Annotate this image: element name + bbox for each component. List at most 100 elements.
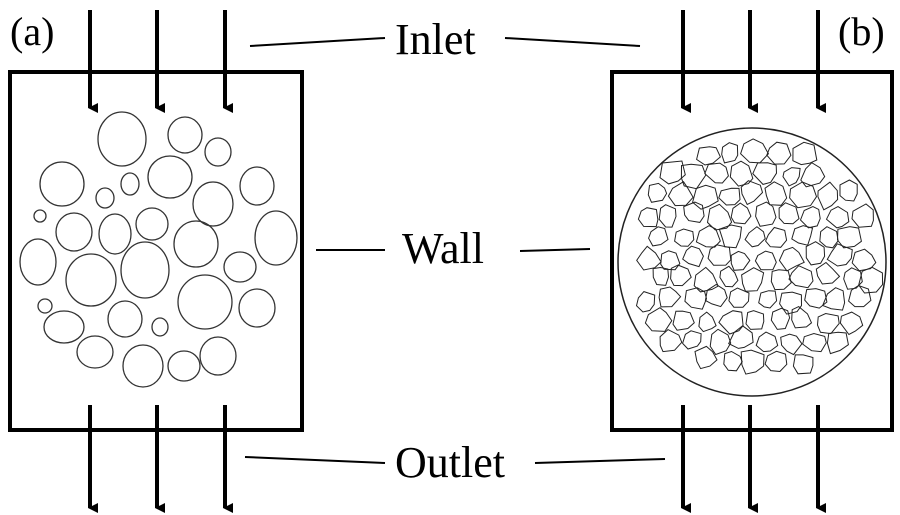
- pore-cell: [791, 225, 814, 246]
- pore-cell: [764, 350, 788, 373]
- particle: [98, 213, 132, 255]
- pore-cell: [826, 243, 853, 267]
- outlet-label: Outlet: [391, 441, 509, 485]
- pore-cell: [660, 250, 681, 271]
- particle: [167, 116, 203, 154]
- inlet-leader-left: [249, 37, 386, 47]
- particle: [199, 336, 237, 376]
- pore-cell: [788, 265, 814, 289]
- pore-cell: [667, 181, 694, 207]
- pore-cell: [658, 204, 677, 228]
- pore-cell: [782, 167, 801, 187]
- inlet-leader-right: [504, 37, 641, 47]
- pore-cell: [764, 181, 788, 206]
- wall-label: Wall: [398, 227, 488, 271]
- particle: [177, 274, 233, 330]
- panel-b-label: (b): [838, 9, 885, 54]
- particle: [192, 181, 234, 227]
- particle: [55, 212, 93, 252]
- particle: [238, 288, 276, 328]
- pore-cell: [792, 141, 818, 166]
- pore-cell: [674, 228, 695, 247]
- pore-cell: [839, 311, 864, 336]
- particle: [43, 310, 85, 344]
- pore-cell: [637, 207, 659, 228]
- pore-cell: [682, 245, 704, 268]
- pore-cell: [692, 184, 719, 210]
- particle: [167, 350, 201, 382]
- pore-cell: [778, 202, 800, 225]
- pore-cell: [647, 182, 668, 203]
- pore-cell: [636, 245, 662, 271]
- pore-cell: [758, 290, 778, 309]
- pore-cell: [658, 286, 682, 308]
- inlet-arrows-b: [681, 10, 826, 113]
- pore-cell: [770, 269, 792, 291]
- pore-cell: [799, 206, 821, 229]
- particle: [33, 209, 47, 223]
- pore-cell: [721, 142, 739, 164]
- particle: [173, 220, 219, 268]
- pore-cell: [730, 202, 752, 225]
- particle: [65, 253, 117, 307]
- particle-bed-a: [19, 111, 298, 388]
- pore-cell: [695, 225, 721, 248]
- particle: [19, 238, 57, 286]
- pore-cell: [826, 331, 849, 355]
- pore-cell: [644, 307, 673, 332]
- particle: [97, 111, 147, 167]
- pore-cell: [718, 187, 741, 206]
- pore-cell: [635, 291, 656, 313]
- pore-cell: [698, 311, 717, 333]
- pore-cell: [789, 181, 818, 209]
- pore-cell: [848, 284, 872, 308]
- pore-cell: [718, 224, 743, 249]
- pore-cell: [805, 241, 826, 266]
- particle: [37, 298, 53, 314]
- pore-cell: [851, 203, 874, 228]
- pore-cell: [704, 283, 728, 308]
- pore-cell: [744, 226, 766, 248]
- column-wall-b: [610, 70, 894, 432]
- particle: [147, 155, 193, 199]
- pore-cell: [659, 328, 683, 353]
- pore-cell: [839, 179, 858, 202]
- pore-cell: [819, 226, 839, 249]
- pore-cell: [755, 201, 777, 227]
- porous-boundary: [617, 127, 887, 397]
- pore-cell: [816, 312, 840, 335]
- pore-cell: [780, 333, 803, 356]
- pore-cell: [802, 332, 827, 353]
- pore-cell: [822, 287, 846, 311]
- pore-cell: [729, 160, 754, 187]
- pore-cell: [694, 345, 718, 370]
- porous-structure-b: [617, 127, 887, 397]
- pore-cell: [766, 141, 792, 165]
- pore-cell: [825, 206, 850, 229]
- pore-cell: [752, 162, 778, 185]
- pore-cell: [728, 287, 750, 308]
- pore-cell: [804, 288, 828, 309]
- pore-cell: [778, 246, 805, 272]
- panel-a-label: (a): [10, 9, 55, 54]
- outlet-leader-left: [244, 456, 386, 464]
- pore-cell: [730, 250, 751, 271]
- porous-cells: [635, 138, 884, 375]
- pore-cell: [696, 146, 722, 166]
- inlet-arrows-a: [88, 10, 233, 113]
- pore-cell: [704, 162, 729, 184]
- pore-cell: [706, 203, 733, 231]
- particle: [122, 344, 164, 388]
- pore-cell: [836, 226, 862, 249]
- panel-b: [610, 10, 894, 513]
- pore-cell: [728, 325, 754, 349]
- outlet-arrows-b: [681, 405, 826, 513]
- pore-cell: [683, 201, 705, 223]
- pore-cell: [791, 306, 813, 329]
- pore-cell: [741, 267, 765, 292]
- pore-cell: [682, 330, 702, 350]
- pore-cell: [779, 291, 803, 315]
- pore-cell: [754, 250, 777, 271]
- pore-cell: [800, 162, 826, 188]
